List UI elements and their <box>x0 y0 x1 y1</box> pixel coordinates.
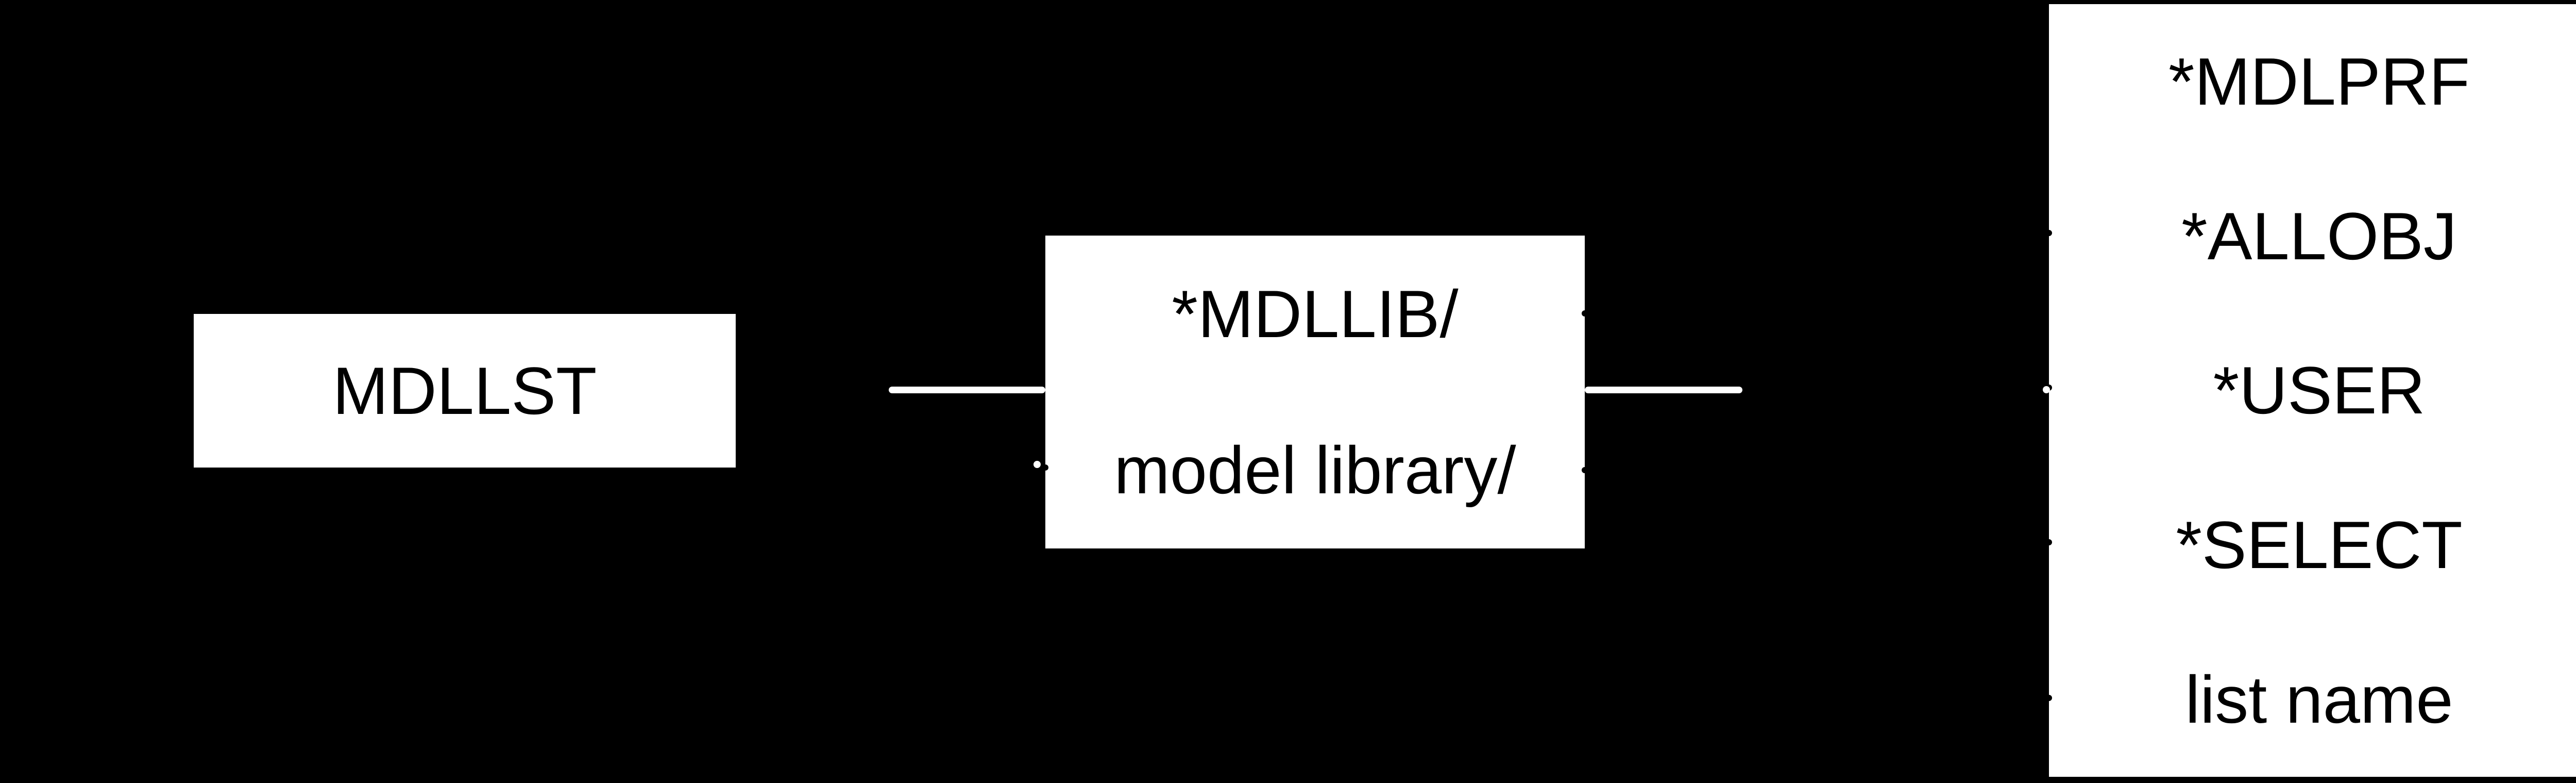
library-choice-box: *MDLLIB/ model library/ <box>1045 236 1585 548</box>
choice-mdlprf-label: *MDLPRF <box>2168 43 2470 119</box>
choice-model-library-label: model library/ <box>1114 432 1516 508</box>
connector-line-right <box>1585 387 1742 393</box>
tick-mark <box>1582 467 1588 473</box>
tick-mark <box>2046 539 2052 545</box>
tick-mark <box>1042 464 1048 471</box>
choice-allobj-label: *ALLOBJ <box>2181 198 2457 274</box>
tick-mark <box>2046 695 2052 701</box>
choice-select-label: *SELECT <box>2176 507 2463 583</box>
connector-stub-dot <box>1033 461 1041 468</box>
connector-line-left <box>889 387 1045 393</box>
choice-user-label: *USER <box>2213 353 2426 428</box>
command-box: MDLLST <box>194 314 736 468</box>
connector-stub-dot <box>2043 386 2050 393</box>
choice-mdllib-label: *MDLLIB/ <box>1172 276 1459 352</box>
list-choice-box: *MDLPRF *ALLOBJ *USER *SELECT list name <box>2049 4 2576 777</box>
tick-mark <box>1582 310 1588 316</box>
command-label: MDLLST <box>332 353 597 428</box>
choice-list-name-label: list name <box>2185 662 2453 738</box>
tick-mark <box>2046 230 2052 236</box>
